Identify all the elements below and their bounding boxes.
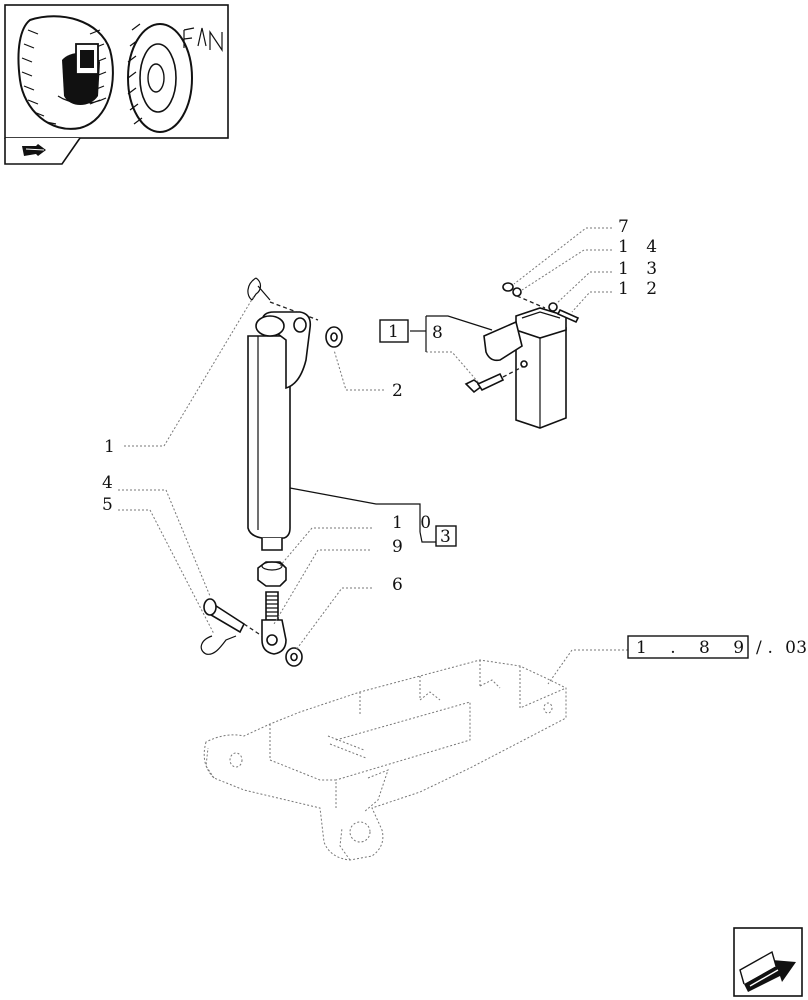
label-10: 1 0 [392,513,437,533]
reference-suffix: / 0 1 [756,638,808,658]
box-1-text: 1 [388,322,405,342]
page-arrow-icon [739,950,796,992]
box-3-text: 3 [440,527,457,547]
label-4: 4 [102,473,119,493]
reference-box[interactable] [627,635,749,659]
label-6: 6 [392,575,409,595]
location-arrow-icon [22,144,46,156]
tractor-wheel-image [17,15,223,133]
cross-reference[interactable]: 1 . 8 9 . 3 / 0 1 [627,635,808,659]
label-14: 1 4 [618,237,663,257]
label-7: 7 [618,217,635,237]
label-5: 5 [102,495,119,515]
next-page-button[interactable] [733,927,803,997]
label-2: 2 [392,381,409,401]
location-thumbnail [4,4,229,165]
frame-drawing [203,659,567,861]
leader-lines [118,227,628,685]
bracket-assembly [464,282,580,429]
label-8: 8 [432,323,449,343]
cylinder-assembly [200,277,343,667]
label-9: 9 [392,537,409,557]
label-12: 1 2 [618,279,663,299]
boxed-label-1: 1 [379,319,409,343]
reference-number[interactable]: 1 . 8 9 . 3 [636,638,808,658]
boxed-label-3: 3 [435,525,457,547]
label-1: 1 [104,437,121,457]
label-13: 1 3 [618,259,663,279]
